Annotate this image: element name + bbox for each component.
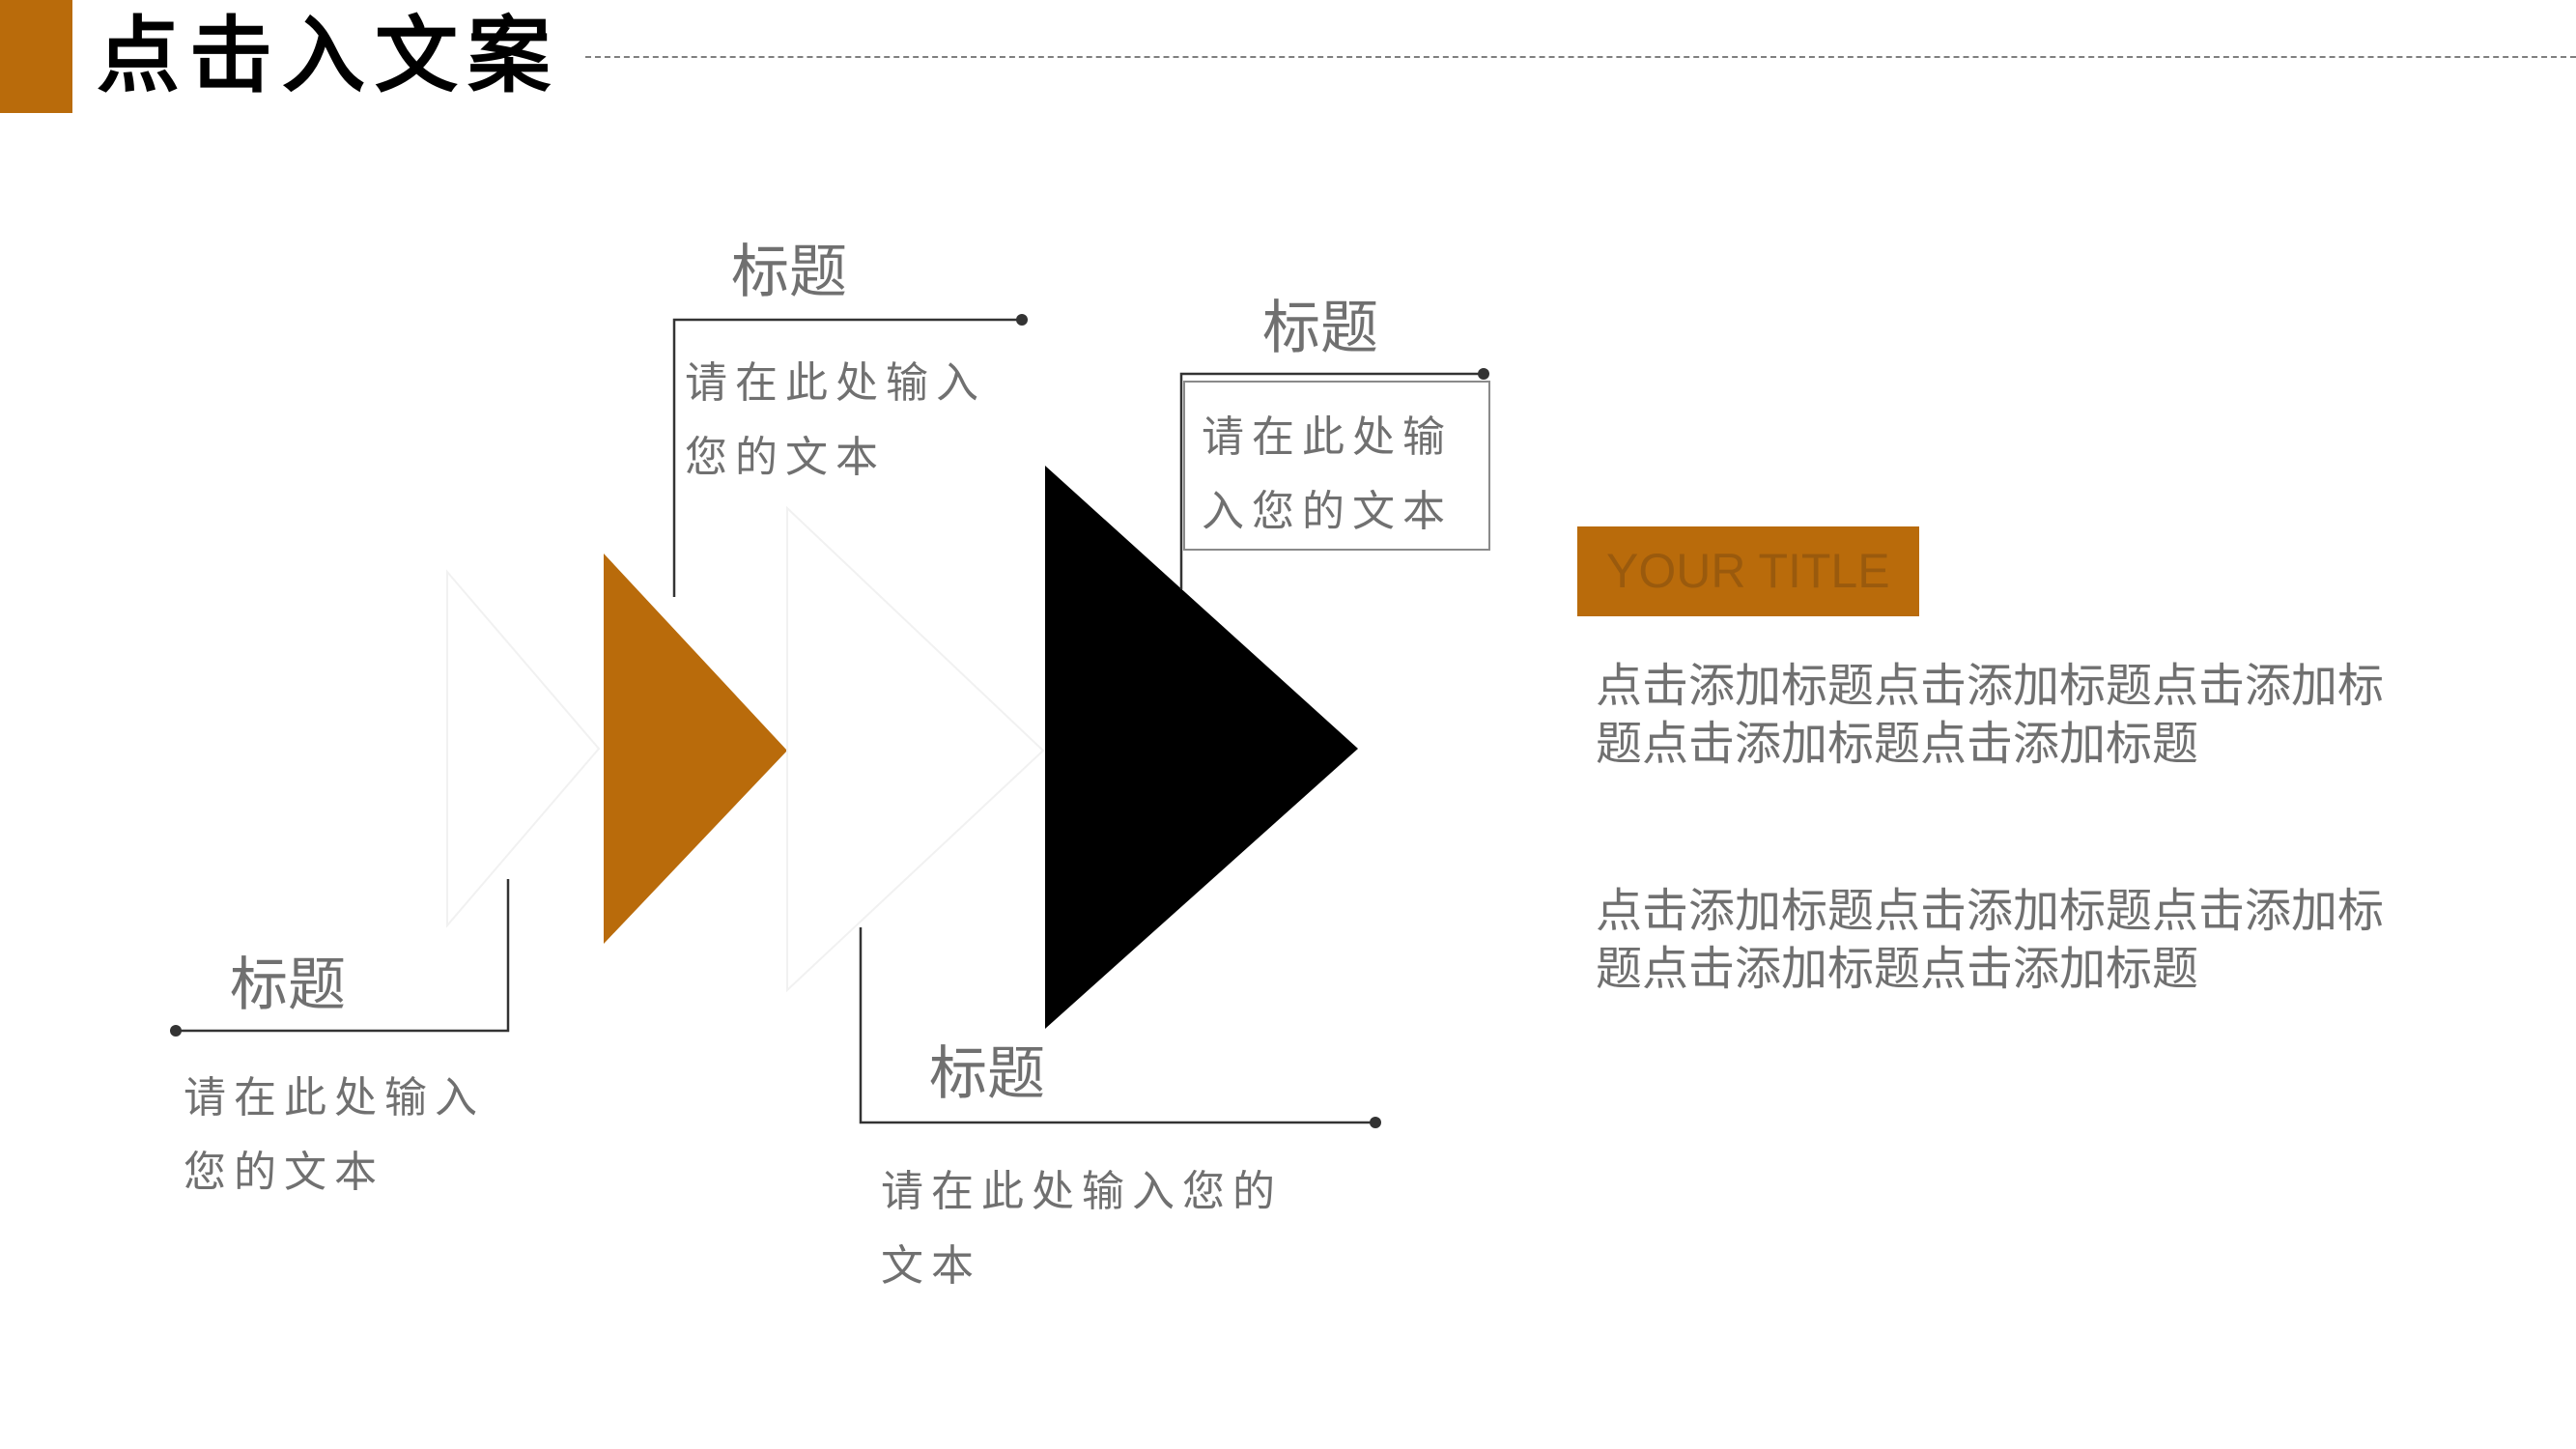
- item-3-desc: 请在此处输入您的文本: [881, 1167, 1283, 1291]
- connector-dot-item-2: [1016, 314, 1028, 326]
- connector-dot-item-4: [1478, 368, 1489, 380]
- connector-item-2: [672, 318, 1022, 597]
- item-4-desc: 请在此处输入您的文本: [1202, 412, 1453, 536]
- connector-item-1: [176, 879, 510, 1033]
- connector-item-4: [1179, 372, 1484, 589]
- connector-item-3: [859, 927, 1375, 1124]
- body-paragraph-2: 点击添加标题点击添加标题点击添加标题点击添加标题点击添加标题: [1596, 884, 2385, 996]
- header-accent-bar: [0, 0, 72, 113]
- item-2-desc: 请在此处输入您的文本: [685, 358, 986, 482]
- item-2-title: 标题: [731, 239, 847, 306]
- your-title-text: YOUR TITLE: [1606, 544, 1890, 598]
- triangle-white-1: [446, 569, 601, 928]
- triangle-accent: [604, 554, 787, 944]
- body-paragraph-1: 点击添加标题点击添加标题点击添加标题点击添加标题点击添加标题: [1596, 659, 2385, 771]
- connector-dot-item-3: [1370, 1117, 1381, 1128]
- item-1-desc: 请在此处输入您的文本: [184, 1073, 485, 1197]
- item-4-title: 标题: [1262, 295, 1378, 362]
- page-title: 点击入文案: [97, 8, 560, 104]
- item-3-title: 标题: [929, 1040, 1045, 1108]
- header-divider: [585, 56, 2576, 58]
- triangle-black: [1045, 466, 1358, 1029]
- connector-dot-item-1: [170, 1025, 182, 1037]
- your-title-badge: [1577, 526, 1919, 616]
- triangle-white-2: [786, 505, 1045, 993]
- item-1-title: 标题: [230, 952, 346, 1019]
- text-box-item-4: [1183, 381, 1490, 551]
